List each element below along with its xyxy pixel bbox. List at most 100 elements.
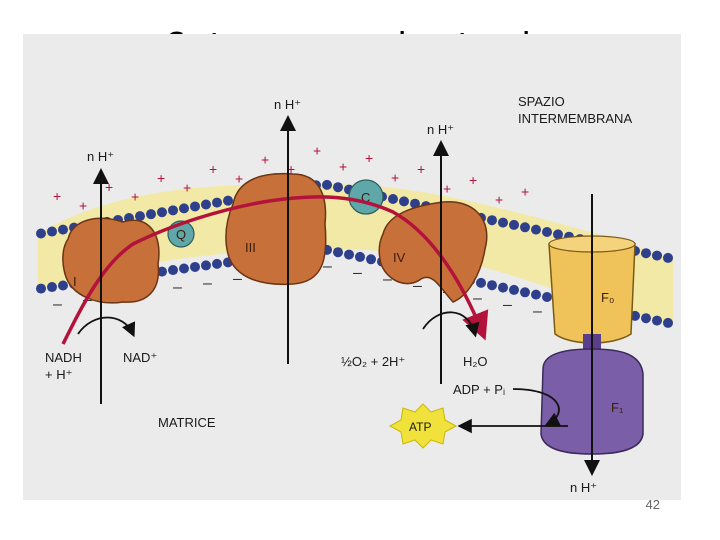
cytochrome-c-label: C: [361, 190, 370, 205]
minus-sign: –: [533, 303, 542, 320]
phospholipid-head: [157, 266, 167, 277]
atp-label: ATP: [409, 420, 431, 434]
plus-sign: +: [443, 181, 451, 197]
phospholipid-head: [641, 248, 651, 259]
complex-I: I: [62, 217, 160, 304]
proton-label-III: n H⁺: [274, 97, 301, 112]
oxygen-reaction-label: ½O₂ + 2H⁺: [341, 354, 405, 369]
minus-sign: –: [173, 279, 182, 296]
minus-sign: –: [203, 275, 212, 292]
phospholipid-head: [663, 317, 673, 328]
phospholipid-head: [652, 315, 662, 326]
phospholipid-head: [333, 247, 343, 258]
minus-sign: –: [53, 296, 62, 313]
intermembrane-label-2: INTERMEMBRANA: [518, 111, 632, 126]
phospholipid-head: [190, 261, 200, 272]
minus-sign: –: [503, 297, 512, 314]
plus-sign: +: [287, 161, 295, 177]
phospholipid-head: [498, 282, 508, 293]
proton-label-I: n H⁺: [87, 149, 114, 164]
plus-sign: +: [365, 150, 373, 166]
phospholipid-head: [168, 265, 178, 276]
plus-sign: +: [495, 192, 503, 208]
phospholipid-head: [388, 194, 398, 204]
phospholipid-head: [509, 219, 519, 230]
phospholipid-head: [344, 249, 354, 260]
phospholipid-head: [641, 313, 651, 324]
phospholipid-head: [223, 195, 233, 206]
phospholipid-head: [36, 228, 46, 239]
intermembrane-label-1: SPAZIO: [518, 94, 565, 109]
proton-label-F: n H⁺: [570, 480, 597, 495]
phospholipid-head: [487, 215, 497, 226]
nadh-h-label: + H⁺: [45, 367, 72, 382]
adp-arrow: [512, 388, 561, 426]
phospholipid-head: [322, 179, 332, 190]
phospholipid-head: [509, 284, 519, 295]
phospholipid-head: [476, 277, 486, 288]
phospholipid-head: [201, 199, 211, 210]
phospholipid-head: [58, 224, 68, 235]
phospholipid-head: [498, 217, 508, 228]
phospholipid-head: [36, 283, 46, 294]
phospholipid-head: [157, 207, 167, 218]
atp-star: ATP: [388, 403, 458, 449]
minus-sign: –: [413, 277, 422, 294]
complex-III-label: III: [245, 240, 256, 255]
phospholipid-head: [366, 254, 376, 265]
plus-sign: +: [339, 158, 347, 174]
F1-label: F₁: [611, 400, 624, 415]
phospholipid-head: [201, 260, 211, 271]
phospholipid-head: [487, 280, 497, 291]
phospholipid-head: [168, 205, 178, 216]
complex-IV-label: IV: [393, 250, 406, 265]
plus-sign: +: [79, 198, 87, 214]
minus-sign: –: [233, 271, 242, 288]
phospholipid-head: [146, 209, 156, 220]
phospholipid-head: [135, 211, 145, 222]
plus-sign: +: [53, 188, 61, 204]
plus-sign: +: [183, 179, 191, 195]
plus-sign: +: [391, 169, 399, 185]
plus-sign: +: [469, 172, 477, 188]
phospholipid-head: [333, 182, 343, 193]
water-arrow: [422, 311, 480, 338]
respiratory-chain-figure: +++++++++++++++++++ ––––––––––––––––– I …: [23, 34, 681, 500]
complex-III: III: [225, 172, 327, 286]
phospholipid-head: [47, 226, 57, 237]
phospholipid-head: [212, 197, 222, 208]
F0-label: F₀: [601, 290, 614, 305]
plus-sign: +: [131, 189, 139, 205]
phospholipid-head: [542, 227, 552, 237]
phospholipid-head: [179, 203, 189, 214]
phospholipid-head: [520, 222, 530, 233]
phospholipid-head: [652, 250, 662, 261]
plus-sign: +: [313, 143, 321, 159]
nadh-label: NADH: [45, 350, 82, 365]
phospholipid-head: [212, 258, 222, 269]
page-number: 42: [645, 497, 660, 512]
phospholipid-head: [542, 292, 552, 302]
minus-sign: –: [353, 264, 362, 281]
nad-label: NAD⁺: [123, 350, 157, 365]
plus-sign: +: [261, 152, 269, 168]
phospholipid-head: [553, 229, 563, 240]
matrix-label: MATRICE: [158, 415, 216, 430]
plus-sign: +: [521, 183, 529, 199]
electron-path: [61, 195, 489, 345]
minus-sign: –: [473, 290, 482, 307]
phospholipid-head: [355, 251, 365, 262]
plus-sign: +: [235, 170, 243, 186]
phospholipid-head: [399, 196, 409, 207]
cytochrome-c: C: [348, 179, 384, 215]
nadh-arrow: [77, 316, 136, 338]
water-label: H₂O: [463, 354, 488, 369]
phospholipid-head: [47, 282, 57, 293]
minus-sign: –: [383, 271, 392, 288]
proton-charge-signs: +++++++++++++++++++: [53, 143, 529, 214]
phospholipid-head: [58, 280, 68, 291]
plus-sign: +: [157, 170, 165, 186]
ubiquinone-label: Q: [176, 227, 186, 242]
plus-sign: +: [209, 161, 217, 177]
proton-label-IV: n H⁺: [427, 122, 454, 137]
